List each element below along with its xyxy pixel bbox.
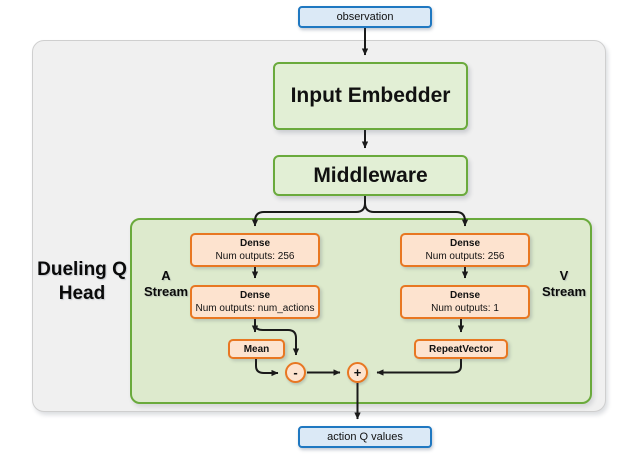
a-stream-dense-1-node[interactable]: Dense Num outputs: 256 [190, 233, 320, 267]
a-stream-dense-2-subtitle: Num outputs: num_actions [195, 303, 315, 314]
v-stream-dense-1-title: Dense [449, 238, 480, 249]
action-q-values-label: action Q values [327, 431, 403, 443]
mean-node[interactable]: Mean [228, 339, 285, 359]
v-stream-dense-2-subtitle: Num outputs: 1 [431, 303, 499, 314]
repeat-vector-label: RepeatVector [429, 343, 493, 355]
a-stream-dense-2-title: Dense [239, 290, 270, 301]
add-operator-symbol: + [353, 365, 362, 380]
middleware-label: Middleware [313, 163, 428, 187]
middleware-node[interactable]: Middleware [273, 155, 468, 196]
dueling-q-head-label-line-2: Head [58, 283, 106, 304]
observation-label: observation [336, 11, 394, 23]
input-embedder-label: Input Embedder [290, 84, 451, 107]
a-stream-dense-2-node[interactable]: Dense Num outputs: num_actions [190, 285, 320, 319]
v-stream-dense-2-title: Dense [449, 290, 480, 301]
v-stream-dense-1-node[interactable]: Dense Num outputs: 256 [400, 233, 530, 267]
mean-label: Mean [243, 343, 270, 355]
input-embedder-node[interactable]: Input Embedder [273, 62, 468, 130]
a-stream-label: A Stream [140, 268, 192, 300]
v-stream-dense-1-subtitle: Num outputs: 256 [425, 251, 505, 262]
v-stream-label-line-2: Stream [541, 284, 587, 299]
a-stream-dense-1-title: Dense [239, 238, 270, 249]
dueling-q-head-label: Dueling Q Head [34, 258, 130, 306]
a-stream-label-line-1: A [161, 268, 171, 283]
action-q-values-node[interactable]: action Q values [298, 426, 432, 448]
a-stream-dense-1-subtitle: Num outputs: 256 [215, 251, 295, 262]
v-stream-label-line-1: V [559, 268, 569, 283]
a-stream-label-line-2: Stream [143, 284, 189, 299]
add-operator-node[interactable]: + [347, 362, 368, 383]
repeat-vector-node[interactable]: RepeatVector [414, 339, 508, 359]
dueling-q-head-label-line-1: Dueling Q [37, 259, 127, 280]
observation-node[interactable]: observation [298, 6, 432, 28]
subtract-operator-symbol: - [293, 365, 298, 380]
v-stream-dense-2-node[interactable]: Dense Num outputs: 1 [400, 285, 530, 319]
subtract-operator-node[interactable]: - [285, 362, 306, 383]
v-stream-label: V Stream [537, 268, 591, 300]
